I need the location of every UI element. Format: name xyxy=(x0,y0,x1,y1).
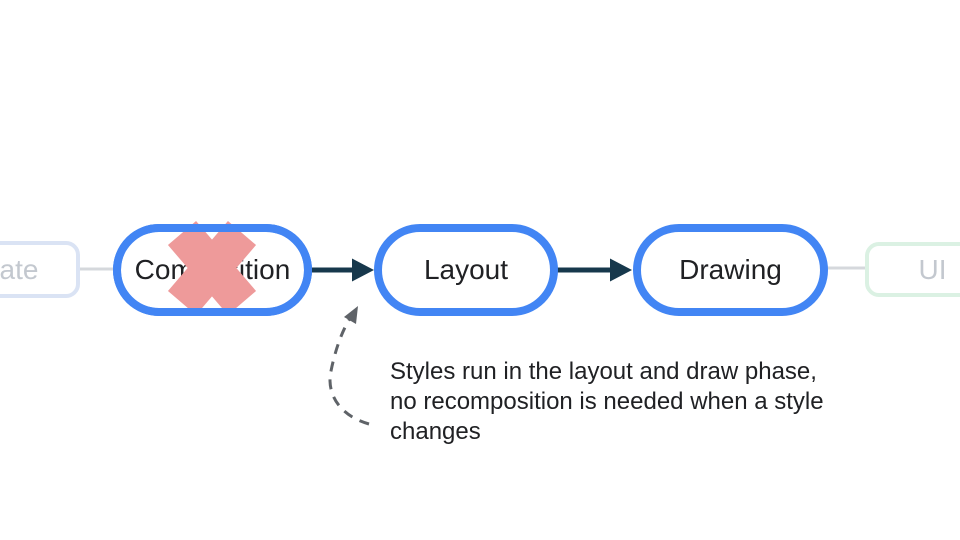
annotation-text: Styles run in the layout and draw phase,… xyxy=(390,357,824,447)
flow-arrow-layout-to-drawing-icon xyxy=(557,258,632,282)
node-layout-label: Layout xyxy=(423,254,509,285)
node-left-partial-label: ate xyxy=(0,253,39,285)
dashed-annotation-arrow-icon xyxy=(328,306,370,426)
node-ui-label: UI xyxy=(918,253,947,285)
annotation-line-2: no recomposition is needed when a style xyxy=(390,388,824,415)
annotation-line-3: changes xyxy=(390,418,481,445)
node-drawing: Drawing xyxy=(633,224,828,316)
annotation-line-1: Styles run in the layout and draw phase, xyxy=(390,358,817,385)
node-left-partial: ate xyxy=(0,241,80,298)
node-layout: Layout xyxy=(374,224,558,316)
node-drawing-label: Drawing xyxy=(679,254,782,285)
flow-arrow-composition-to-layout-icon xyxy=(311,258,374,282)
node-ui-partial: UI xyxy=(865,242,960,297)
cross-out-icon xyxy=(167,220,257,316)
